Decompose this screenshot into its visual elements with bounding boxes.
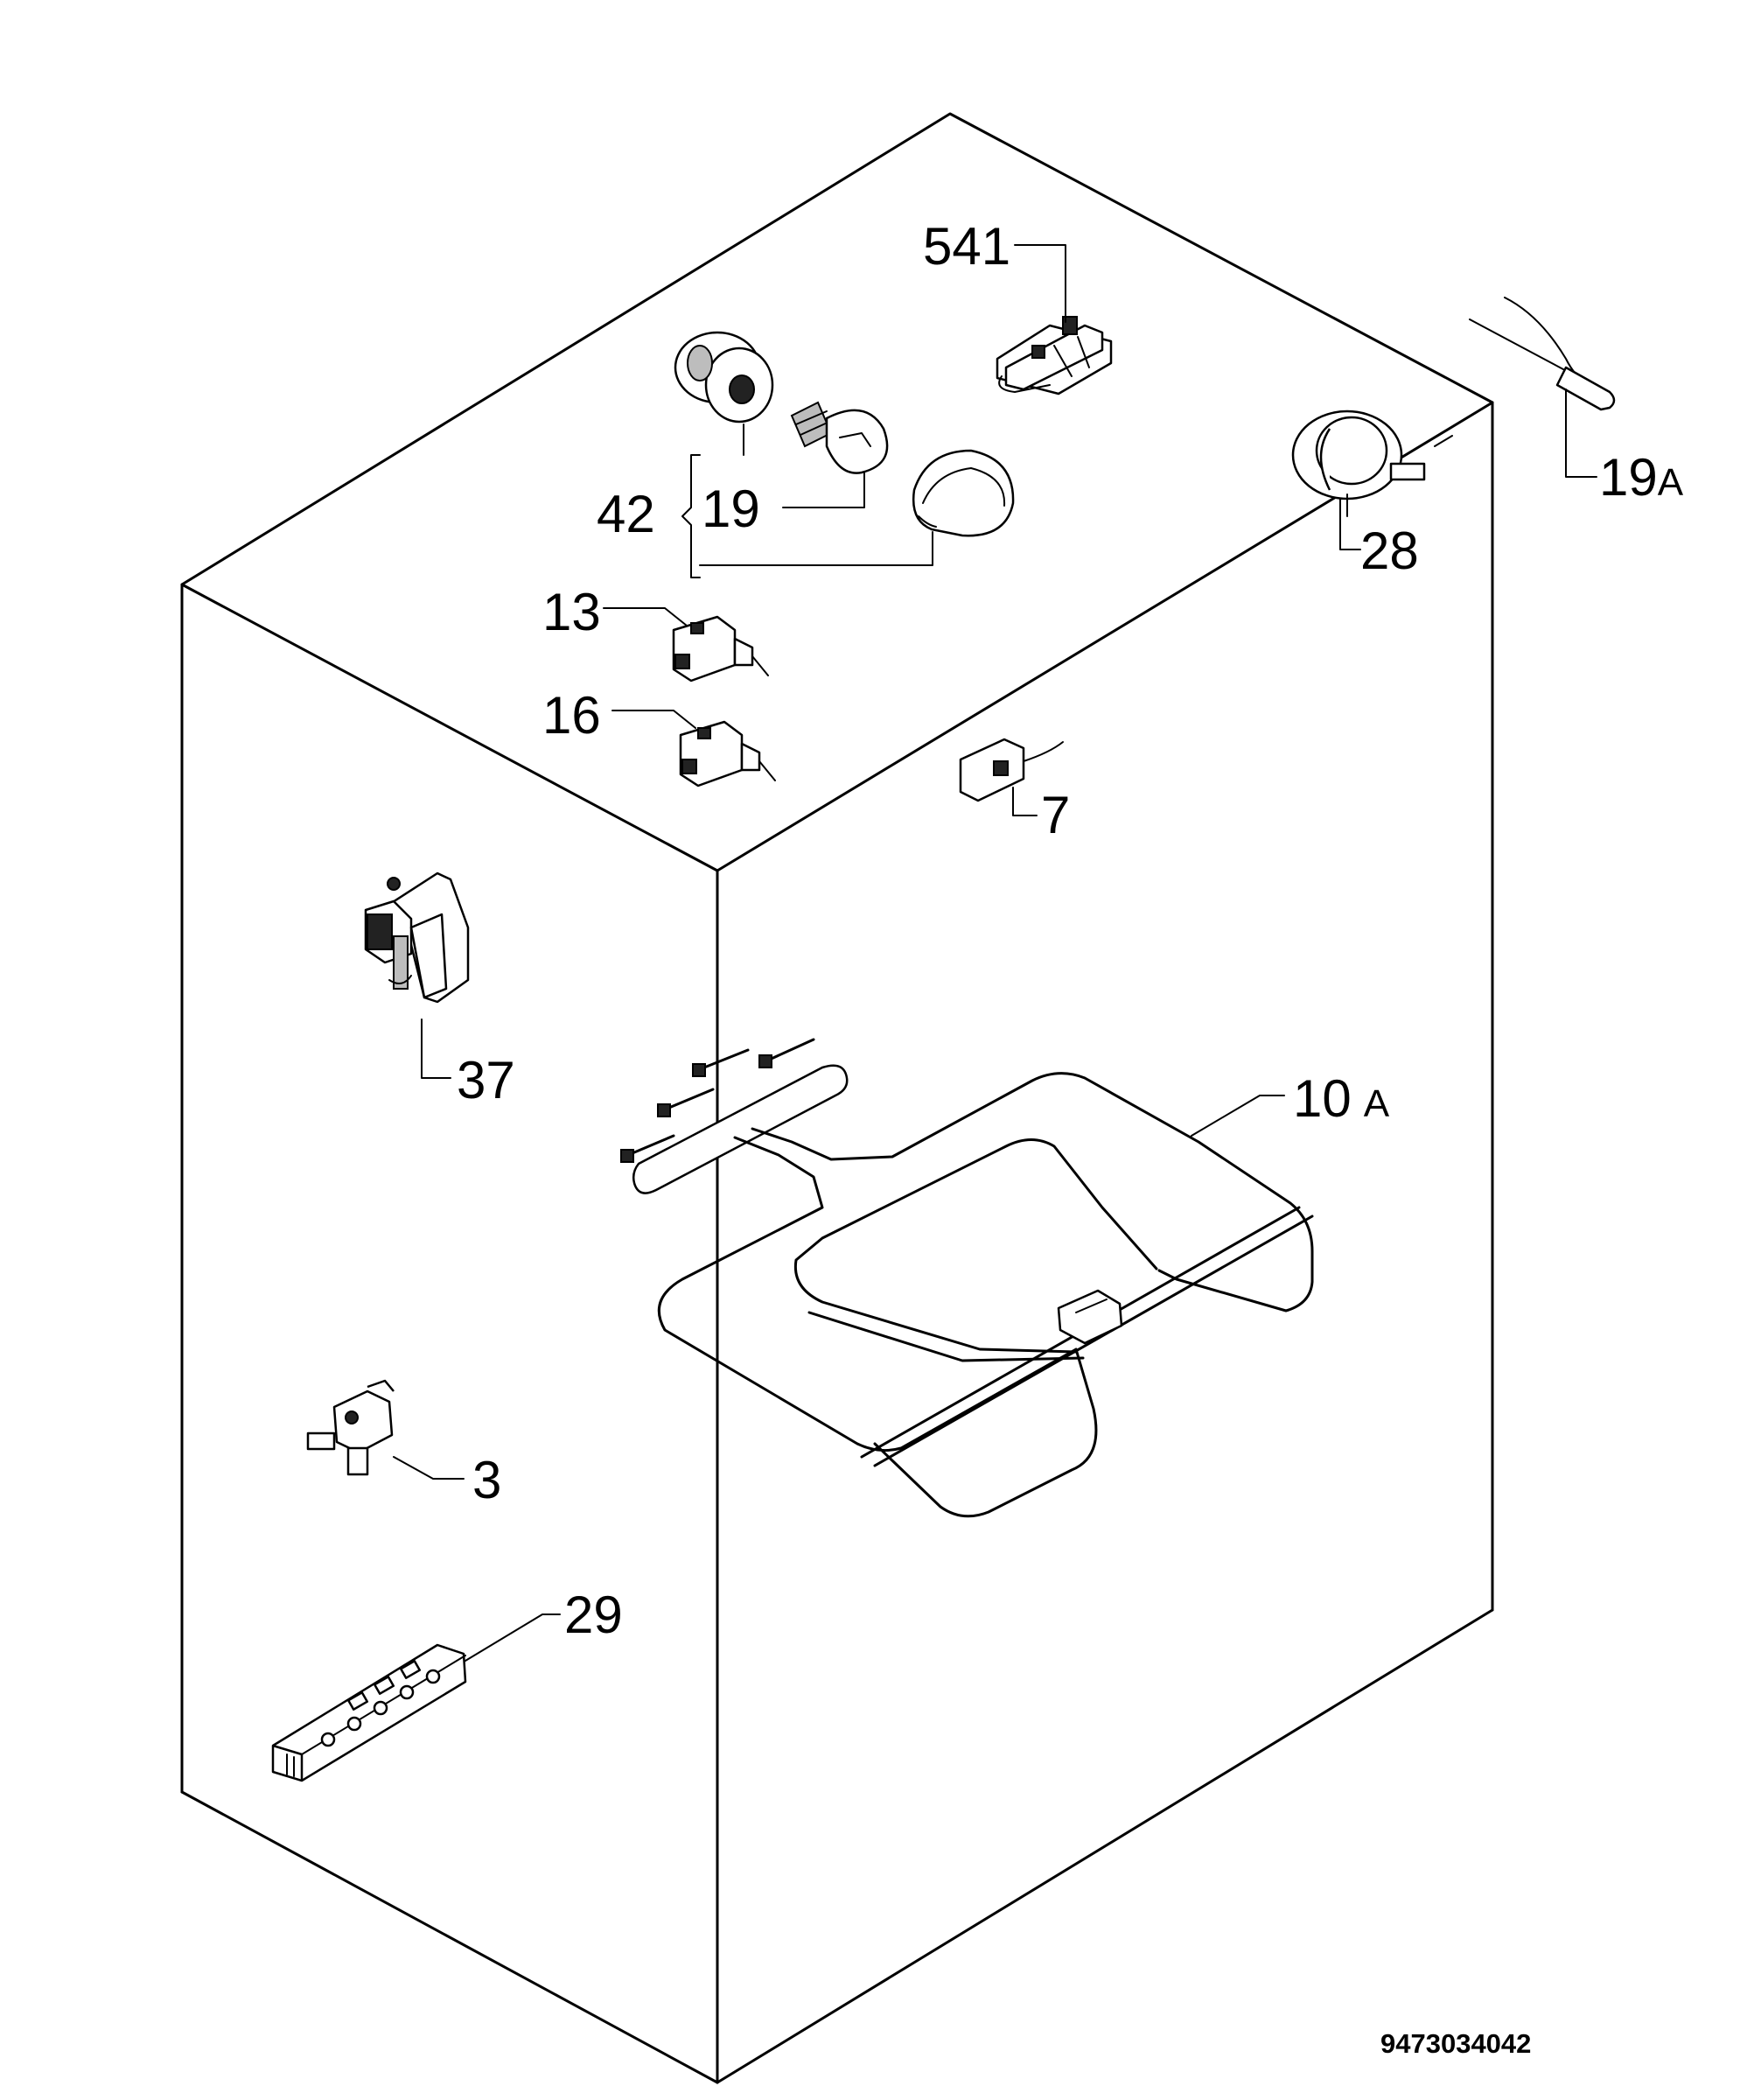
callout-19: 19 [702, 480, 760, 538]
callout-3: 3 [472, 1451, 501, 1509]
callout-37: 37 [457, 1051, 515, 1110]
document-number: 9473034042 [1380, 2028, 1531, 2059]
leader-37 [421, 1018, 451, 1079]
leader-7 [1012, 787, 1038, 816]
oven-housing [180, 112, 1494, 2084]
fan-bracket-37[interactable] [364, 872, 470, 1004]
leader-16 [611, 710, 696, 729]
callout-19a-suffix: A [1658, 461, 1684, 504]
leader-29 [465, 1614, 561, 1662]
callout-10a: 10 A [1293, 1069, 1390, 1128]
lamp-cover[interactable] [912, 449, 1015, 537]
callout-19a-number: 19 [1599, 448, 1658, 507]
callout-16: 16 [542, 686, 601, 745]
callout-19a: 19A [1599, 448, 1684, 507]
terminal-strip-29[interactable] [271, 1643, 467, 1782]
temperature-sensor-19a[interactable] [1469, 297, 1616, 411]
switch-16[interactable] [679, 720, 776, 788]
door-switch-7[interactable] [959, 738, 1064, 802]
leader-541 [1014, 244, 1066, 323]
leader-10a [1191, 1095, 1285, 1137]
leader-19a [1565, 388, 1597, 478]
callout-29: 29 [564, 1586, 623, 1644]
callout-10a-number: 10 [1293, 1069, 1352, 1128]
thermostat-28[interactable] [1291, 410, 1426, 517]
leader-28-top [1434, 435, 1453, 447]
callout-13: 13 [542, 583, 601, 641]
leader-42-cover [699, 531, 933, 566]
lamp-holder[interactable] [674, 331, 774, 424]
callout-42: 42 [597, 485, 655, 543]
leader-3 [393, 1456, 465, 1480]
callout-7: 7 [1041, 786, 1070, 844]
callout-10a-suffix: A [1364, 1082, 1390, 1125]
leader-19 [782, 472, 865, 508]
heating-element-10a[interactable] [620, 1038, 1314, 1518]
terminal-block-541[interactable] [996, 316, 1113, 396]
leader-13 [603, 607, 688, 626]
callout-28: 28 [1360, 522, 1419, 580]
bracket-42 [681, 454, 701, 578]
leader-28 [1339, 498, 1361, 550]
connector-3[interactable] [306, 1379, 395, 1476]
switch-13[interactable] [672, 615, 769, 682]
callout-541: 541 [923, 217, 1010, 276]
lamp-bulb-19[interactable] [790, 401, 889, 474]
